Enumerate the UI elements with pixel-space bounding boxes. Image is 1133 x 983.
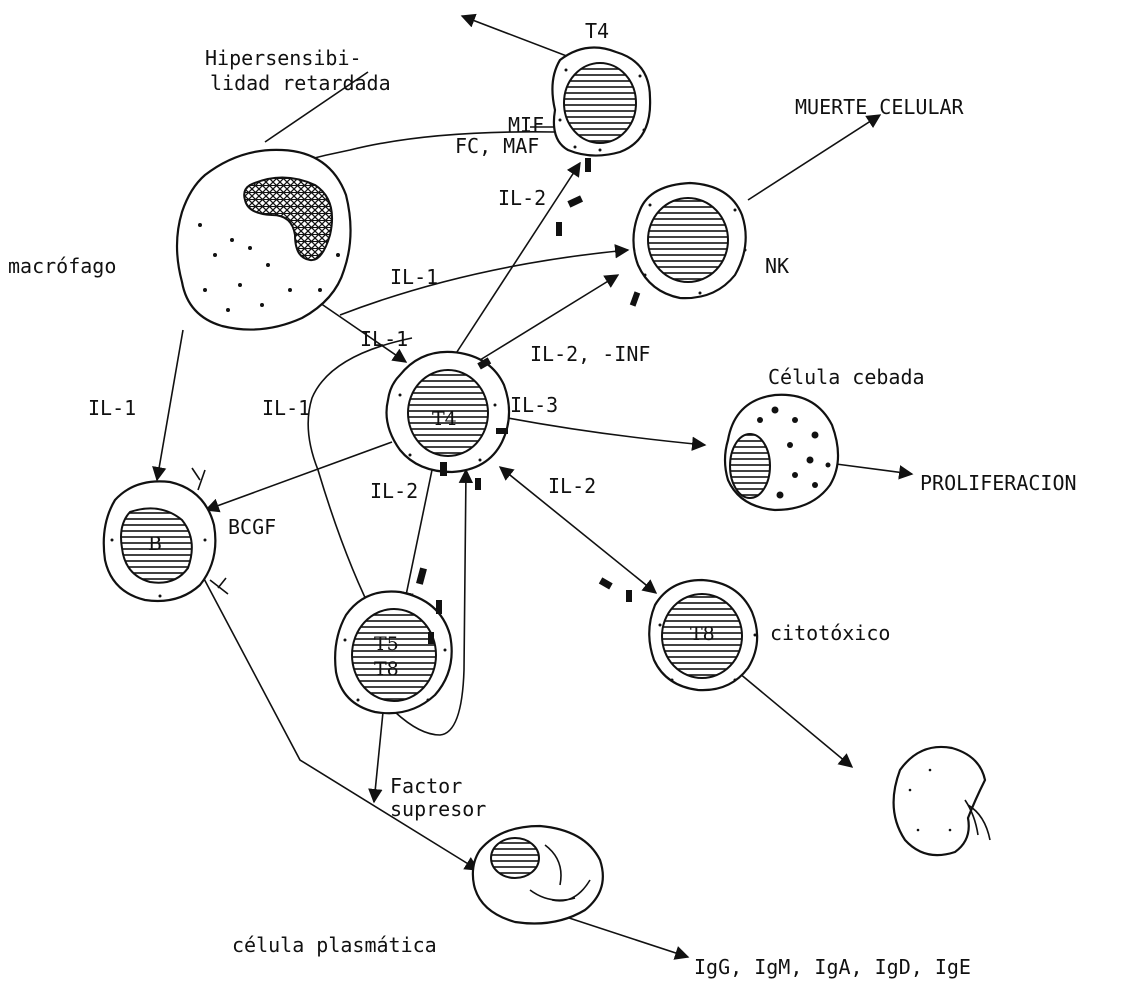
label-b: B bbox=[148, 533, 162, 555]
arrow-cebada-to-proliferacion bbox=[836, 464, 912, 474]
label-bcgf: BCGF bbox=[228, 515, 276, 539]
label-muerte-celular: MUERTE CELULAR bbox=[795, 95, 965, 119]
nk-cell bbox=[633, 183, 746, 298]
arrow-plasma-to-ig bbox=[560, 915, 688, 957]
b-cell bbox=[104, 468, 228, 601]
label-il1-left: IL-1 bbox=[88, 396, 136, 420]
label-factor-1: Factor bbox=[390, 774, 462, 798]
label-macrofago: macrófago bbox=[8, 254, 116, 278]
label-t8-cyto: T8 bbox=[690, 623, 715, 645]
label-il2-inf: IL-2, -INF bbox=[530, 342, 650, 366]
label-il3: IL-3 bbox=[510, 393, 558, 417]
label-immunoglobulins: IgG, IgM, IgA, IgD, IgE bbox=[694, 955, 971, 979]
arrow-nk-to-muerte bbox=[748, 115, 880, 200]
label-fc-maf: FC, MAF bbox=[455, 134, 539, 158]
label-t5: T5 bbox=[374, 633, 399, 655]
label-celula-plasmatica: célula plasmática bbox=[232, 933, 437, 957]
label-t4-center: T4 bbox=[432, 408, 457, 430]
label-il2-right: IL-2 bbox=[548, 474, 596, 498]
label-celula-cebada: Célula cebada bbox=[768, 365, 925, 389]
arrow-b-to-plasma bbox=[193, 558, 478, 870]
label-t4-top: T4 bbox=[585, 19, 609, 43]
label-hipersensibilidad-1: Hipersensibi- bbox=[205, 46, 362, 70]
label-il1-nk: IL-1 bbox=[390, 265, 438, 289]
label-il1-mid: IL-1 bbox=[262, 396, 310, 420]
arrow-macrofago-to-b bbox=[157, 330, 183, 480]
label-factor-2: supresor bbox=[390, 797, 486, 821]
celula-cebada-cell bbox=[725, 395, 838, 510]
label-hipersensibilidad-2: lidad retardada bbox=[210, 71, 391, 95]
macrofago-cell bbox=[177, 150, 351, 330]
label-nk: NK bbox=[765, 254, 789, 278]
arrow-t4center-to-b bbox=[206, 442, 392, 510]
target-cell bbox=[894, 747, 990, 855]
arrow-t8-to-target bbox=[733, 668, 852, 767]
label-t8-supp: T8 bbox=[374, 658, 399, 680]
label-il1-center: IL-1 bbox=[360, 327, 408, 351]
arrow-t4center-to-cebada bbox=[508, 418, 705, 445]
label-il2-lower: IL-2 bbox=[370, 479, 418, 503]
label-proliferacion: PROLIFERACION bbox=[920, 471, 1077, 495]
label-citotoxico: citotóxico bbox=[770, 621, 890, 645]
plasma-cell bbox=[473, 826, 603, 924]
arrow-t5t8-to-factor bbox=[374, 712, 383, 802]
t4-top-cell bbox=[552, 48, 650, 156]
arrow-macrofago-to-nk bbox=[340, 250, 628, 315]
label-il2-top: IL-2 bbox=[498, 186, 546, 210]
